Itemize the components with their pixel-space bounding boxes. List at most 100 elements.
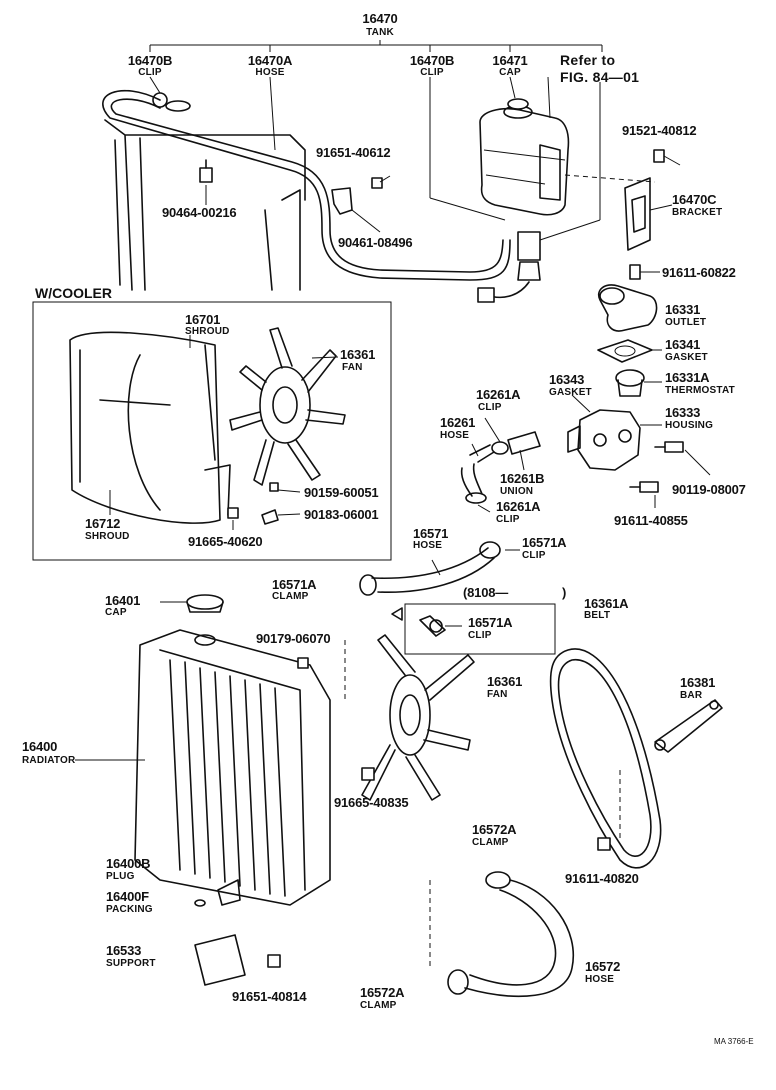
support-number: 16533 — [106, 943, 142, 958]
clip-90461 — [331, 177, 383, 215]
clip-16261a-top-name: CLIP — [478, 402, 502, 413]
hose-16571-number: 16571 — [413, 526, 449, 541]
reservoir-tank-16470 — [479, 98, 570, 216]
part-91651b: 91651-40814 — [232, 989, 307, 1004]
part-91521: 91521-40812 — [622, 123, 697, 138]
clip-left-name: CLIP — [138, 67, 162, 78]
outlet-16331 — [598, 264, 660, 332]
clip-inset-number: 16571A — [468, 615, 513, 630]
bracket-name: BRACKET — [672, 207, 723, 218]
clip-16261a-bot-name: CLIP — [496, 514, 520, 525]
tank-group-bracket — [149, 40, 603, 52]
date-range-start: (8108— — [463, 585, 509, 600]
cooler-box — [32, 301, 392, 561]
bypass-hose-16261 — [460, 417, 541, 513]
shroud-bot-name: SHROUD — [85, 531, 130, 542]
part-91611c: 91611-40820 — [565, 871, 639, 886]
upper-hose-16571 — [359, 541, 520, 596]
leader-lines-top — [149, 76, 681, 241]
outlet-number: 16331 — [665, 302, 701, 317]
thermostat-name: THERMOSTAT — [665, 385, 735, 396]
tank-name: TANK — [366, 27, 394, 38]
radiator-fasteners — [194, 640, 611, 986]
part-91665a: 91665-40620 — [188, 534, 263, 549]
belt-16361a — [549, 648, 662, 869]
gasket-mid-name: GASKET — [549, 387, 592, 398]
clamp-16572a-top-name: CLAMP — [472, 837, 509, 848]
clamp-16571a-name: CLAMP — [272, 591, 309, 602]
clip-inset-box — [391, 603, 556, 655]
packing-name: PACKING — [106, 904, 153, 915]
belt-name: BELT — [584, 610, 611, 621]
clamp-16572a-bot-name: CLAMP — [360, 1000, 397, 1011]
belt-number: 16361A — [584, 596, 629, 611]
figure-code: MA 3766-E — [714, 1037, 754, 1046]
hose-16261-name: HOSE — [440, 430, 470, 441]
clip-right-name: CLIP — [420, 67, 444, 78]
plug-name: PLUG — [106, 871, 135, 882]
hose-top-number: 16470A — [247, 53, 293, 68]
cooler-title: W/COOLER — [35, 285, 112, 301]
shroud-16701 — [69, 331, 231, 524]
clamp-16572a-bot-number: 16572A — [360, 985, 405, 1000]
gasket-mid-number: 16343 — [549, 372, 585, 387]
hose-16572-name: HOSE — [585, 974, 615, 985]
part-91651a: 91651-40612 — [316, 145, 391, 160]
bolts-housing — [629, 441, 711, 508]
fan-16361-cooler — [229, 327, 346, 486]
hose-16261-number: 16261 — [440, 415, 476, 430]
cap-top-number: 16471 — [492, 53, 528, 68]
thermostat-number: 16331A — [665, 370, 710, 385]
cooler-fan-name: FAN — [342, 362, 363, 373]
bar-16381 — [619, 699, 723, 840]
clamp-16571a-number: 16571A — [272, 577, 317, 592]
shroud-top-number: 16701 — [185, 312, 221, 327]
outlet-name: OUTLET — [665, 317, 707, 328]
hose-16571-name: HOSE — [413, 540, 443, 551]
hose-clip-16470b — [152, 92, 191, 112]
bracket-16470c — [624, 149, 665, 251]
clip-16261a-bot-number: 16261A — [496, 499, 541, 514]
overflow-hose-16470a — [102, 89, 511, 281]
fan-16361-lower — [361, 634, 475, 801]
refer-line2: FIG. 84—01 — [560, 69, 640, 85]
fan-lower-number: 16361 — [487, 674, 523, 689]
gasket-top-number: 16341 — [665, 337, 701, 352]
fan-lower-name: FAN — [487, 689, 508, 700]
part-90461: 90461-08496 — [338, 235, 413, 250]
part-90183: 90183-06001 — [304, 507, 379, 522]
union-number: 16261B — [500, 471, 545, 486]
housing-number: 16333 — [665, 405, 701, 420]
level-sensor — [477, 231, 541, 303]
part-91611b: 91611-40855 — [614, 513, 688, 528]
radiator-16400 — [75, 629, 331, 906]
bolt-90464 — [199, 159, 213, 183]
cap-top-name: CAP — [499, 67, 521, 78]
part-90159: 90159-60051 — [304, 485, 379, 500]
hose-top-name: HOSE — [255, 67, 285, 78]
bar-name: BAR — [680, 690, 703, 701]
gasket-16341 — [597, 339, 662, 363]
cap-rad-number: 16401 — [105, 593, 141, 608]
shroud-top-name: SHROUD — [185, 326, 230, 337]
clip-inset-name: CLIP — [468, 630, 492, 641]
refer-line1: Refer to — [560, 52, 616, 68]
radiator-cap-16401 — [160, 594, 224, 613]
shroud-bot-number: 16712 — [85, 516, 121, 531]
clip-16571a-name: CLIP — [522, 550, 546, 561]
radiator-name: RADIATOR — [22, 755, 76, 766]
clip-left-number: 16470B — [127, 53, 173, 68]
radiator-number: 16400 — [22, 739, 58, 754]
thermostat-16331a — [615, 369, 662, 397]
plug-number: 16400B — [106, 856, 151, 871]
tank-number: 16470 — [362, 11, 398, 26]
clip-right-number: 16470B — [409, 53, 455, 68]
housing-name: HOUSING — [665, 420, 714, 431]
cap-rad-name: CAP — [105, 607, 127, 618]
packing-number: 16400F — [106, 889, 149, 904]
bracket-number: 16470C — [672, 192, 717, 207]
housing-16333 — [567, 394, 662, 471]
clip-16261a-top-number: 16261A — [476, 387, 521, 402]
date-range-end: ) — [562, 585, 567, 600]
gasket-top-name: GASKET — [665, 352, 708, 363]
